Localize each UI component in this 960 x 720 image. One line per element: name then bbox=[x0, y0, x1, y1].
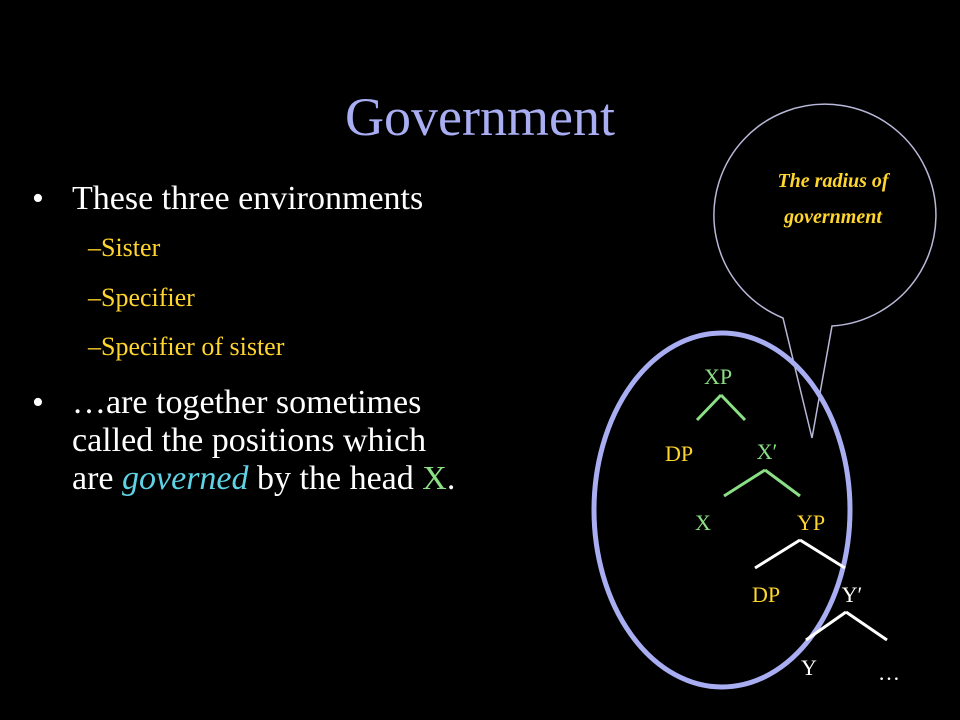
bullet-2-line-1: …are together sometimes bbox=[72, 384, 422, 421]
branch-yp-ybar bbox=[799, 538, 846, 570]
text-period: . bbox=[446, 460, 456, 497]
branch-ybar-ellipsis bbox=[845, 610, 888, 642]
sub-bullet-specifier: –Specifier bbox=[88, 283, 195, 313]
sub-bullet-label: Specifier bbox=[101, 283, 195, 312]
sub-bullet-label: Specifier of sister bbox=[101, 332, 285, 361]
text-by-the-head: by the head bbox=[248, 460, 423, 497]
bullet-2-text: …are together sometimes called the posit… bbox=[72, 384, 455, 498]
branch-ybar-y bbox=[805, 610, 847, 642]
text-are: are bbox=[72, 460, 123, 497]
branch-xbar-yp bbox=[764, 468, 801, 498]
bullet-dot: • bbox=[32, 180, 44, 217]
branch-xbar-x bbox=[723, 468, 766, 498]
node-dp-spec: DP bbox=[665, 441, 693, 466]
node-ellipsis: … bbox=[878, 660, 900, 685]
speech-bubble bbox=[713, 103, 937, 439]
bubble-line-2: government bbox=[783, 206, 883, 228]
sub-bullet-sister: –Sister bbox=[88, 233, 160, 263]
dash: – bbox=[88, 332, 101, 361]
branch-xp-dp bbox=[695, 393, 723, 422]
node-xp: XP bbox=[704, 364, 732, 389]
node-xbar: X′ bbox=[757, 439, 778, 464]
dash: – bbox=[88, 233, 101, 262]
sub-bullet-specifier-of-sister: –Specifier of sister bbox=[88, 332, 284, 362]
government-radius-circle bbox=[591, 330, 853, 690]
slide-title: Government bbox=[345, 87, 615, 147]
governed-emphasis: governed bbox=[122, 460, 249, 497]
head-x: X bbox=[422, 460, 447, 497]
node-y: Y bbox=[801, 655, 817, 680]
node-dp-spec-of-sister: DP bbox=[752, 582, 780, 607]
branch-xp-xbar bbox=[719, 393, 747, 422]
bullet-2-line-3: are governed by the head X. bbox=[72, 460, 455, 498]
dash: – bbox=[88, 283, 101, 312]
bullet-dot: • bbox=[32, 384, 44, 421]
bubble-line-1: The radius of bbox=[777, 170, 890, 192]
sub-bullet-label: Sister bbox=[101, 233, 161, 262]
node-yp-sister: YP bbox=[797, 510, 825, 535]
bullet-1-text: These three environments bbox=[72, 180, 424, 217]
branch-yp-dp bbox=[754, 538, 801, 570]
bullet-2-line-2: called the positions which bbox=[72, 422, 427, 459]
node-x-head: X bbox=[695, 510, 711, 535]
node-ybar: Y′ bbox=[842, 582, 863, 607]
